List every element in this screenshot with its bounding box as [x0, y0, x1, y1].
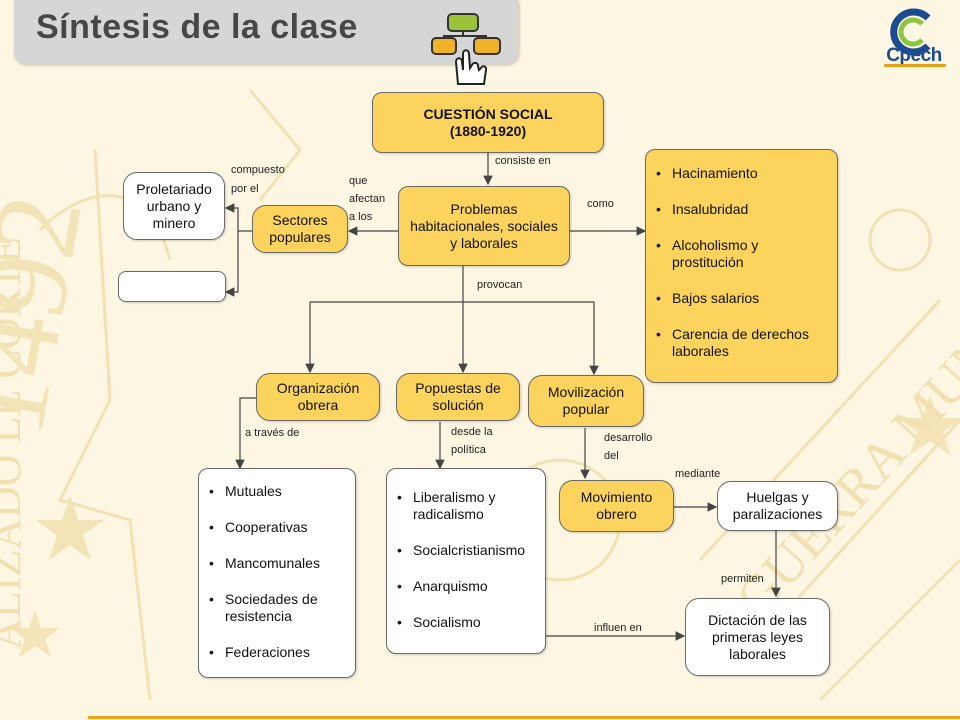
list-item: Insalubridad	[654, 201, 831, 218]
list-item: Carencia de derechos laborales	[654, 326, 831, 360]
label-influyen-en: influen en	[594, 622, 642, 634]
footer-line	[88, 716, 960, 719]
list-item: Mutuales	[207, 483, 349, 500]
label-por-el: por el	[231, 183, 259, 195]
label-consiste-en: consiste en	[495, 155, 551, 167]
node-problemas: Problemas habitacionales, sociales y lab…	[398, 186, 570, 266]
label-politica: política	[451, 444, 486, 456]
svg-text:ALIZADO LE CORTE: ALIZADO LE CORTE	[0, 237, 30, 650]
node-sectores-populares: Sectores populares	[252, 205, 348, 253]
label-permiten: permiten	[721, 573, 764, 585]
list-item: Cooperativas	[207, 519, 349, 536]
list-item: Alcoholismo y prostitución	[654, 237, 831, 271]
list-propuestas-politica: Liberalismo y radicalismo Socialcristian…	[386, 468, 546, 654]
logo-underline	[884, 64, 946, 67]
list-item: Socialismo	[395, 614, 539, 631]
movilizacion-text: Movilización popular	[547, 384, 625, 417]
sectores-text: Sectores populares	[269, 212, 331, 245]
cuestion-years: (1880-1920)	[449, 122, 527, 139]
label-del: del	[604, 450, 619, 462]
label-a-los: a los	[349, 211, 373, 223]
list-item: Anarquismo	[395, 578, 539, 595]
node-organizacion-obrera: Organización obrera	[256, 373, 380, 421]
label-desde-la: desde la	[451, 426, 493, 438]
page-title: Síntesis de la clase	[36, 8, 358, 46]
organizacion-text: Organización obrera	[276, 380, 360, 413]
node-proletariado: Proletariado urbano y minero	[123, 172, 225, 240]
svg-text:1492: 1492	[0, 185, 107, 444]
label-mediante: mediante	[675, 468, 721, 480]
node-movimiento-obrero: Movimiento obrero	[559, 480, 674, 532]
node-dictacion: Dictación de las primeras leyes laborale…	[685, 598, 830, 676]
label-provocan: provocan	[477, 279, 523, 291]
label-como: como	[587, 198, 614, 210]
node-movilizacion: Movilización popular	[528, 375, 644, 427]
movimiento-text: Movimiento obrero	[580, 489, 653, 522]
dictacion-text: Dictación de las primeras leyes laborale…	[708, 611, 807, 662]
cpech-logo-icon	[890, 8, 931, 56]
concept-map-hand-icon	[431, 13, 501, 85]
proletariado-text: Proletariado urbano y minero	[136, 180, 212, 231]
list-problemas-como: Hacinamiento Insalubridad Alcoholismo y …	[645, 149, 838, 383]
list-item: Liberalismo y radicalismo	[395, 489, 539, 523]
list-item: Bajos salarios	[654, 290, 831, 307]
logo-text: Cpech	[886, 45, 942, 66]
node-propuestas: Popuestas de solución	[396, 373, 520, 421]
node-huelgas: Huelgas y paralizaciones	[717, 481, 838, 531]
node-empty-box	[118, 271, 226, 302]
propuestas-text: Popuestas de solución	[415, 380, 501, 413]
label-a-traves-de: a través de	[245, 427, 300, 439]
label-que: que	[349, 175, 368, 187]
problemas-text: Problemas habitacionales, sociales y lab…	[410, 200, 558, 251]
label-desarrollo: desarrollo	[604, 432, 653, 444]
label-compuesto: compuesto	[231, 164, 285, 176]
list-item: Sociedades de resistencia	[207, 591, 349, 625]
list-organizacion-via: Mutuales Cooperativas Mancomunales Socie…	[198, 468, 356, 678]
list-item: Socialcristianismo	[395, 542, 539, 559]
node-cuestion-social: CUESTIÓN SOCIAL (1880-1920)	[372, 92, 604, 153]
label-afectan: afectan	[349, 193, 386, 205]
list-item: Hacinamiento	[654, 165, 831, 182]
list-item: Mancomunales	[207, 555, 349, 572]
huelgas-text: Huelgas y paralizaciones	[732, 489, 823, 522]
cuestion-title: CUESTIÓN SOCIAL	[423, 105, 553, 122]
list-item: Federaciones	[207, 644, 349, 661]
